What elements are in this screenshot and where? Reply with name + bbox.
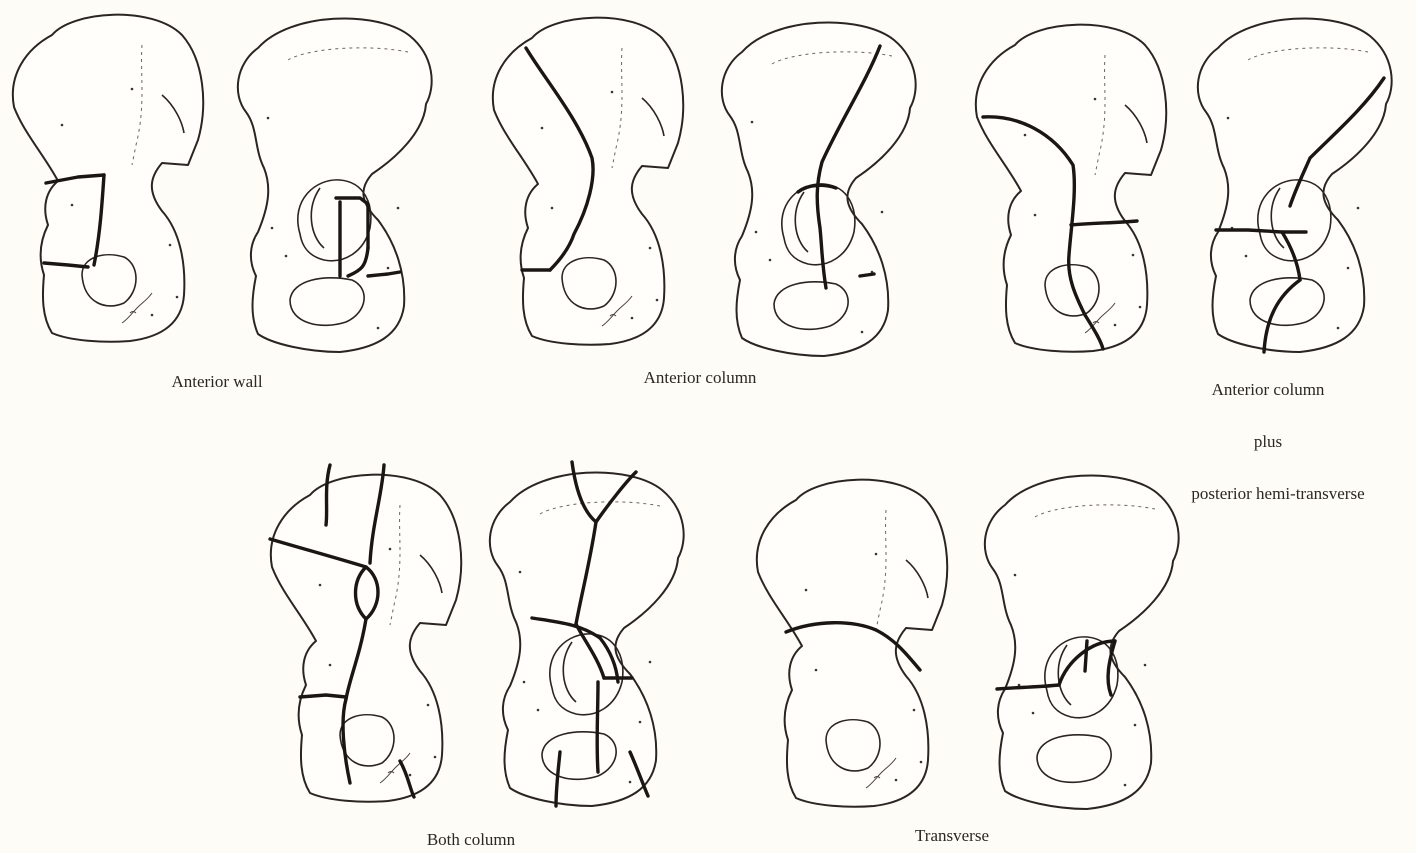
fracture-line (1085, 641, 1087, 671)
stipple-dot (151, 314, 154, 317)
caption-transverse: Transverse (915, 826, 989, 846)
bone-outline (976, 25, 1166, 352)
pelvis-view-10 (985, 475, 1179, 809)
stipple-dot (1347, 267, 1350, 270)
bone-outline (493, 18, 683, 345)
stipple-dot (1032, 712, 1035, 715)
stipple-dot (649, 247, 652, 250)
pelvis-view-4 (722, 22, 916, 356)
caption-anterior-column: Anterior column (644, 368, 757, 388)
pelvis-view-6 (1198, 18, 1392, 352)
fracture-line (597, 682, 598, 772)
stipple-dot (1245, 255, 1248, 258)
stipple-dot (1357, 207, 1360, 210)
stipple-dot (755, 231, 758, 234)
stipple-dot (769, 259, 772, 262)
stipple-dot (656, 299, 659, 302)
stipple-dot (409, 774, 412, 777)
pelvis-view-8 (490, 462, 684, 806)
bone-outline (13, 15, 203, 342)
stipple-dot (1094, 98, 1097, 101)
stipple-dot (631, 317, 634, 320)
stipple-dot (815, 669, 818, 672)
fracture-line (860, 274, 874, 276)
stipple-dot (895, 779, 898, 782)
stipple-dot (427, 704, 430, 707)
pelvis-view-1 (13, 15, 203, 342)
stipple-dot (1034, 214, 1037, 217)
stipple-dot (541, 127, 544, 130)
stipple-dot (387, 267, 390, 270)
stipple-dot (751, 121, 754, 124)
stipple-dot (397, 207, 400, 210)
stipple-dot (267, 117, 270, 120)
stipple-dot (1014, 574, 1017, 577)
stipple-dot (1132, 254, 1135, 257)
pelvis-view-9 (757, 480, 947, 807)
stipple-dot (389, 548, 392, 551)
stipple-dot (639, 721, 642, 724)
stipple-dot (861, 331, 864, 334)
stipple-dot (519, 571, 522, 574)
pelvis-view-3 (493, 18, 683, 345)
stipple-dot (920, 761, 923, 764)
stipple-dot (1337, 327, 1340, 330)
stipple-dot (629, 781, 632, 784)
bone-outline (757, 480, 947, 807)
stipple-dot (523, 681, 526, 684)
pelvis-view-5 (976, 25, 1166, 352)
caption-both-column: Both column (427, 830, 515, 850)
fracture-line (1216, 230, 1306, 232)
stipple-dot (329, 664, 332, 667)
stipple-dot (61, 124, 64, 127)
stipple-dot (271, 227, 274, 230)
stipple-dot (1114, 324, 1117, 327)
bone-outline (1198, 18, 1392, 352)
stipple-dot (319, 584, 322, 587)
stipple-dot (377, 327, 380, 330)
pelvis-view-7 (270, 465, 461, 802)
caption-acpht-line2: plus (1254, 432, 1282, 452)
stipple-dot (176, 296, 179, 299)
caption-acpht-line3: posterior hemi-transverse (1191, 484, 1364, 504)
stipple-dot (875, 553, 878, 556)
fracture-line (300, 695, 346, 697)
stipple-dot (434, 756, 437, 759)
stipple-dot (71, 204, 74, 207)
stipple-dot (1144, 664, 1147, 667)
pelvis-view-2 (238, 18, 432, 352)
stipple-dot (881, 211, 884, 214)
stipple-dot (169, 244, 172, 247)
stipple-dot (611, 91, 614, 94)
caption-anterior-wall: Anterior wall (171, 372, 262, 392)
caption-acpht-line1: Anterior column (1212, 380, 1325, 400)
stipple-dot (1227, 117, 1230, 120)
stipple-dot (131, 88, 134, 91)
stipple-dot (1024, 134, 1027, 137)
stipple-dot (537, 709, 540, 712)
stipple-dot (913, 709, 916, 712)
stipple-dot (1134, 724, 1137, 727)
stipple-dot (1124, 784, 1127, 787)
bone-outline (985, 475, 1179, 809)
stipple-dot (649, 661, 652, 664)
stipple-dot (285, 255, 288, 258)
stipple-dot (551, 207, 554, 210)
bone-outline (238, 18, 432, 352)
bone-outline (490, 472, 684, 806)
bone-outline (271, 475, 461, 802)
stipple-dot (1139, 306, 1142, 309)
stipple-dot (805, 589, 808, 592)
